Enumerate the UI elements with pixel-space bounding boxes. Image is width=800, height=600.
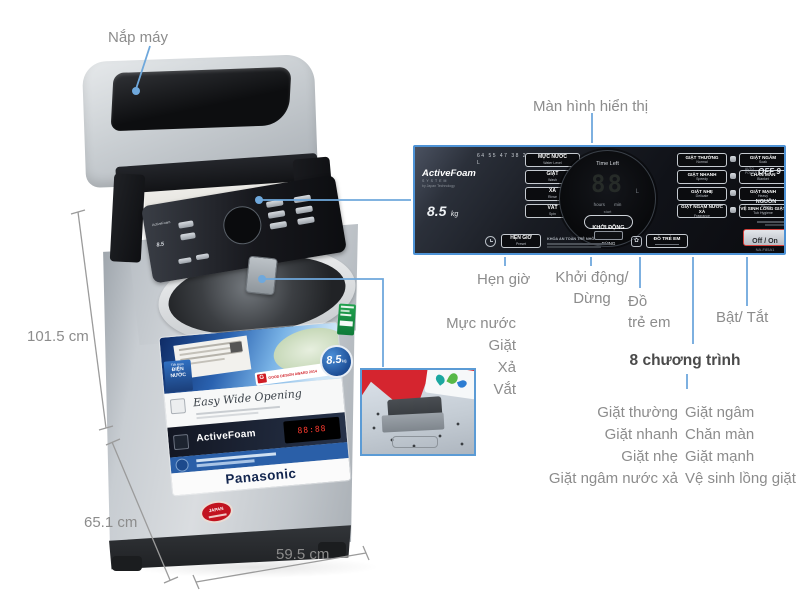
feature-icon-foam: [172, 433, 190, 451]
start-button[interactable]: KHỞI ĐỘNG: [584, 215, 633, 231]
energy-label: [336, 303, 357, 336]
lid-window: [110, 66, 292, 132]
indicator-icon: [730, 173, 736, 179]
babycare-icon: ✿: [631, 236, 642, 247]
auto-restart-note: [753, 221, 784, 226]
label-dim-height: 101.5 cm: [27, 328, 89, 345]
award-text: GOOD DESIGN AWARD 2014: [268, 368, 318, 380]
filter-flap-front: [381, 412, 445, 433]
label-dim-depth: 65.1 cm: [84, 514, 138, 531]
front-sticker: Tiết kiệm ĐIỆN NƯỚC G GOOD DESIGN AWARD …: [159, 322, 351, 496]
button-normal[interactable]: GIẶT THƯỜNG Normal: [677, 153, 727, 167]
button-water-level[interactable]: MỰC NƯỚC Water Level: [525, 153, 580, 167]
onoff-button[interactable]: Off / On: [743, 229, 784, 246]
panel-brand: ActiveFoam SYSTEM by Japan Technology: [422, 169, 476, 189]
label-power: Bật/ Tắt: [716, 309, 769, 326]
label-programs-right: Giặt ngâm Chăn màn Giặt mạnh Vệ sinh lồn…: [685, 404, 796, 487]
label-lid: Nắp máy: [108, 29, 169, 46]
label-display: Màn hình hiển thị: [533, 98, 649, 115]
saving-line3: NƯỚC: [170, 371, 187, 380]
button-heavy[interactable]: GIẶT MẠNH Heavy: [739, 187, 784, 201]
display-digits: 88: [591, 170, 624, 198]
button-speedy[interactable]: GIẶT NHANH Speedy: [677, 170, 727, 184]
lint-filter-flap: [245, 255, 278, 296]
water-level-unit: L: [477, 160, 480, 166]
label-babycare: Đồ trẻ em: [628, 293, 671, 331]
label-water-levels: Mực nước Giặt Xả Vắt: [446, 315, 516, 398]
button-babycare[interactable]: ĐỒ TRẺ EM: [646, 234, 688, 248]
lint-filter-inset: [360, 368, 476, 456]
button-delicate[interactable]: GIẶT NHẸ Delicate: [677, 187, 727, 201]
panel-brand-origin: by Japan Technology: [422, 184, 455, 188]
display-unit: L: [635, 189, 639, 195]
gmark-icon: G: [256, 373, 267, 384]
model-number: NA-F85A1: [755, 247, 775, 252]
label-dim-width: 59.5 cm: [276, 546, 330, 563]
feature-icon-smart: [175, 458, 190, 473]
panel-brand-sub: SYSTEM: [422, 179, 449, 183]
activefoam-text: ActiveFoam: [195, 428, 257, 445]
label-programs-title: 8 chương trình: [629, 352, 741, 369]
indicator-icon: [730, 190, 736, 196]
button-tub-hygiene[interactable]: VỆ SINH LỒNG GIẶT Tub Hygiene: [739, 204, 784, 218]
control-panel-callout: ActiveFoam SYSTEM by Japan Technology 8.…: [413, 145, 786, 255]
script-text: Easy Wide Opening: [192, 386, 303, 410]
panel-capacity-unit: kg: [450, 211, 459, 218]
drum-panel-line: [392, 436, 438, 448]
time-display-dial: Time Left 88 L hours min start KHỞI ĐỘNG…: [559, 150, 656, 247]
display-hours-min: hours min: [593, 202, 622, 207]
label-start-stop: Khởi động/ Dừng: [555, 269, 629, 307]
water-level-numbers: 64 55 47 38 27: [477, 153, 532, 159]
power-label: NGUỒN Power: [755, 199, 777, 209]
indicator-icon: [730, 156, 736, 162]
label-preset: Hẹn giờ: [477, 271, 531, 288]
button-preset[interactable]: HẸN GIỜ Preset: [501, 234, 541, 248]
display-title: Time Left: [596, 161, 619, 167]
mini-display-ring: [220, 203, 265, 248]
panel-brand-name: ActiveFoam: [422, 168, 476, 179]
capacity-badge-unit: kg: [341, 357, 347, 364]
auto-power-off: AUTO POWER OFF 9: [745, 166, 781, 176]
label-programs-left: Giặt thường Giặt nhanh Giặt nhẹ Giặt ngâ…: [548, 404, 678, 487]
display-start-hint: start: [603, 209, 612, 214]
button-fragrance[interactable]: GIẶT NGÂM NƯỚC XẢ Fragrance: [677, 204, 727, 218]
button-soak[interactable]: GIẶT NGÂM Soak: [739, 153, 784, 167]
button-blanket[interactable]: CHĂN MÀN Blanket: [739, 170, 784, 184]
mini-led-digits: 88:88: [297, 423, 327, 436]
hinge-arm-left: [109, 173, 146, 263]
machine-foot-left: [112, 556, 142, 571]
indicator-icon: [730, 207, 736, 213]
mini-led-display: 88:88: [283, 416, 341, 444]
panel-capacity: 8.5 kg: [427, 203, 458, 221]
capacity-badge-value: 8.5: [325, 353, 343, 368]
clock-icon: [485, 236, 496, 247]
panel-capacity-value: 8.5: [427, 203, 447, 219]
saving-ribbon: Tiết kiệm ĐIỆN NƯỚC: [163, 359, 194, 393]
child-lock-note: KHÓA AN TOÀN TRẺ NHỎ: [547, 237, 619, 248]
feature-icon-opening: [169, 398, 187, 415]
